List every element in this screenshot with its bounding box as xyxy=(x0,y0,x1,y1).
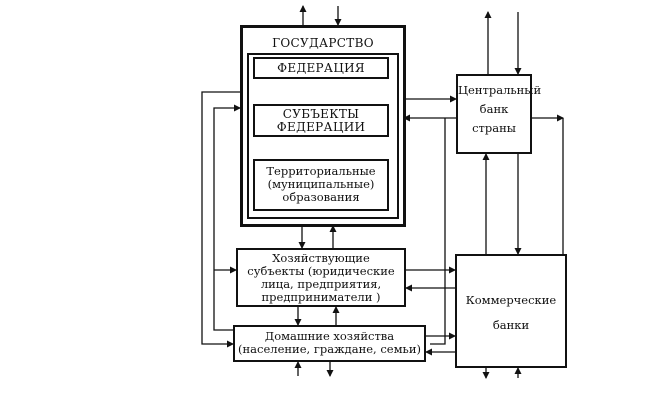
state-header: ГОСУДАРСТВО xyxy=(247,33,399,55)
central-bank-line-3: страны xyxy=(472,120,516,135)
central-bank-line-2: банк xyxy=(479,101,509,116)
federal-subjects-line-2: ФЕДЕРАЦИИ xyxy=(276,120,366,135)
municipal-line-1: Территориальные xyxy=(266,164,376,178)
federation-box: ФЕДЕРАЦИЯ xyxy=(253,57,389,79)
households-line-2: (население, граждане, семьи) xyxy=(238,341,421,356)
federal-subjects-line-1: СУБЪЕКТЫ xyxy=(282,107,360,121)
connector-left-outer xyxy=(201,91,240,348)
connector-right-cb xyxy=(430,118,446,345)
economic-entities-line-3: лица, предприятия, xyxy=(260,276,382,291)
municipal-box: Территориальные (муниципальные) образова… xyxy=(253,159,389,211)
commercial-banks-box: Коммерческие банки xyxy=(455,254,567,368)
economic-entities-line-1: Хозяйствующие xyxy=(272,251,370,265)
commercial-banks-line-1: Коммерческие xyxy=(465,293,557,307)
households-line-1: Домашние хозяйства xyxy=(264,329,395,343)
municipal-line-3: образования xyxy=(282,189,360,204)
economic-entities-line-4: предприниматели ) xyxy=(261,289,381,304)
federation-label: ФЕДЕРАЦИЯ xyxy=(277,61,365,75)
economic-entities-box: Хозяйствующие субъекты (юридические лица… xyxy=(236,248,406,307)
economic-entities-line-2: субъекты (юридические xyxy=(247,263,395,278)
households-box: Домашние хозяйства (население, граждане,… xyxy=(233,325,426,362)
connector-left-inner xyxy=(213,104,241,331)
state-label: ГОСУДАРСТВО xyxy=(272,36,374,50)
commercial-banks-line-2: банки xyxy=(492,317,530,332)
central-bank-line-1: Центральный xyxy=(458,83,542,97)
municipal-line-2: (муниципальные) xyxy=(267,176,375,191)
central-bank-box: Центральный банк страны xyxy=(456,74,542,154)
federal-subjects-box: СУБЪЕКТЫ ФЕДЕРАЦИИ xyxy=(253,104,389,137)
